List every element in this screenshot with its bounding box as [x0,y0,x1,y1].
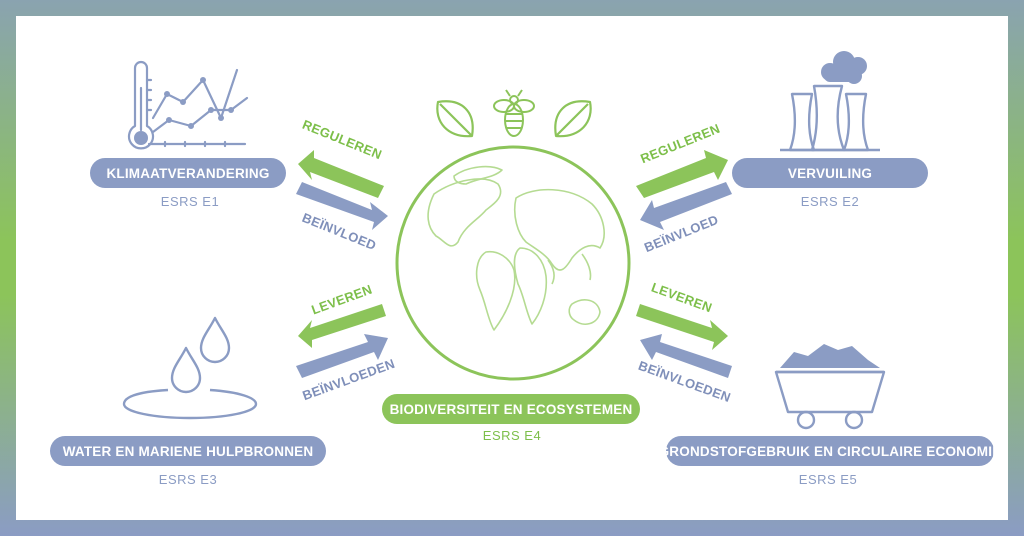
topic-code-e3: ESRS E3 [158,472,218,487]
topic-code-e2: ESRS E2 [800,194,860,209]
arrow-out-e5 [636,304,728,350]
arrow-in-e2 [640,182,732,230]
water-drops-icon [122,316,258,420]
arrow-in-e3 [296,334,388,378]
center-code: ESRS E4 [482,428,542,443]
arrow-out-e1 [298,150,384,198]
topic-pill-e2: VERVUILING [732,158,928,188]
bee-icon [493,89,535,137]
leaf-icon [436,100,474,138]
globe-icon [395,145,631,381]
arrow-in-e1 [296,182,388,230]
topic-code-e5: ESRS E5 [798,472,858,487]
topic-pill-e1: KLIMAATVERANDERING [90,158,286,188]
topic-code-e1: ESRS E1 [160,194,220,209]
arrow-out-e3 [298,304,386,348]
arrow-out-e2 [636,150,728,198]
leaf-icon [554,100,592,138]
thermometer-chart-icon [127,60,249,150]
topic-pill-e3: WATER EN MARIENE HULPBRONNEN [50,436,326,466]
factory-smoke-icon [780,51,880,152]
arrow-in-e5 [640,334,732,378]
center-title-pill: BIODIVERSITEIT EN ECOSYSTEMEN [382,394,640,424]
mine-cart-icon [774,344,886,430]
topic-pill-e5: GRONDSTOFGEBRUIK EN CIRCULAIRE ECONOMIE [659,436,1001,466]
